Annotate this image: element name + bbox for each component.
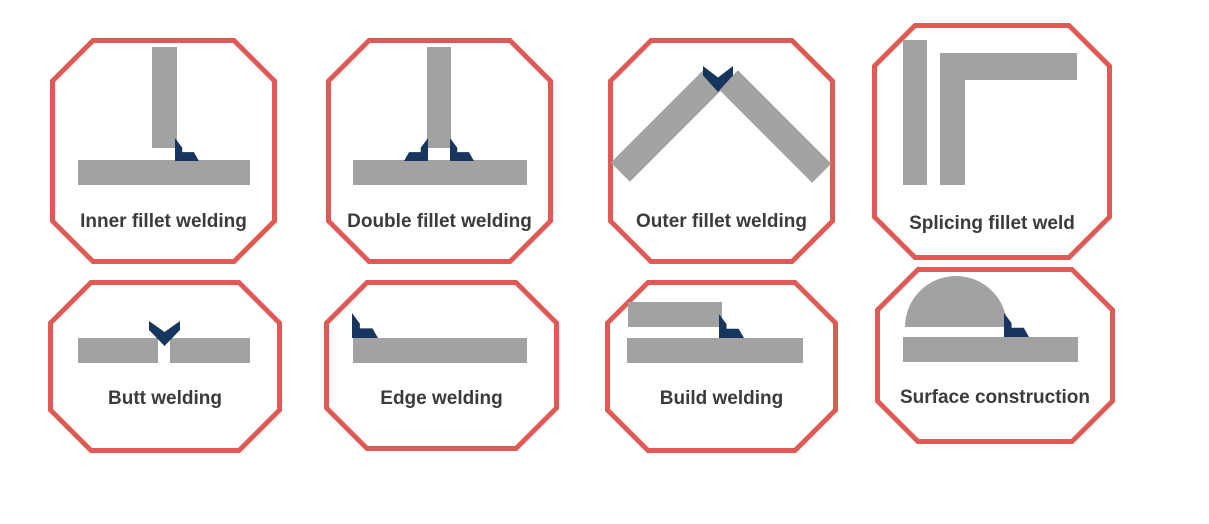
base-plate bbox=[903, 337, 1078, 362]
octagon-fill bbox=[329, 285, 554, 446]
tile-label: Inner fillet welding bbox=[80, 211, 247, 232]
tile-outer-fillet-welding: Outer fillet welding bbox=[608, 38, 835, 264]
fillet-weld-mark-left-icon bbox=[404, 138, 428, 161]
tile-inner-fillet-welding: Inner fillet welding bbox=[50, 38, 277, 264]
tile-label: Build welding bbox=[659, 388, 784, 409]
chevron-weld-mark-icon bbox=[703, 66, 733, 92]
fillet-weld-mark-icon bbox=[175, 138, 199, 161]
edge-weld-figure bbox=[324, 280, 559, 451]
tile-edge-welding: Edge welding bbox=[324, 280, 559, 451]
fillet-weld-mark-icon bbox=[719, 314, 744, 338]
top-plate bbox=[628, 302, 722, 327]
butt-weld-figure bbox=[48, 280, 282, 453]
chevron-weld-mark-icon bbox=[149, 321, 180, 346]
right-plate bbox=[170, 338, 250, 363]
weld-deposit-dome bbox=[905, 276, 1007, 327]
fillet-weld-mark-right-icon bbox=[450, 138, 474, 161]
tile-label: Edge welding bbox=[380, 388, 503, 409]
bottom-plate bbox=[627, 338, 803, 363]
tile-label: Butt welding bbox=[108, 388, 222, 409]
tile-splicing-fillet-weld: Splicing fillet weld bbox=[872, 23, 1112, 260]
fillet-weld-mark-icon bbox=[1004, 313, 1029, 337]
tile-label: Splicing fillet weld bbox=[909, 213, 1075, 234]
tile-label: Outer fillet welding bbox=[635, 211, 807, 232]
inner-fillet-figure bbox=[50, 38, 277, 264]
vertical-plate bbox=[427, 47, 451, 148]
base-plate bbox=[78, 160, 250, 185]
tile-label: Double fillet welding bbox=[347, 211, 532, 232]
fillet-weld-mark-icon bbox=[352, 313, 378, 338]
right-slanted-plate bbox=[718, 70, 832, 183]
tile-surface-construction: Surface construction bbox=[875, 267, 1115, 444]
tile-double-fillet-welding: Double fillet welding bbox=[326, 38, 553, 264]
tile-butt-welding: Butt welding bbox=[48, 280, 282, 453]
outer-fillet-figure bbox=[608, 38, 835, 264]
plate bbox=[353, 338, 527, 363]
tile-build-welding: Build welding bbox=[605, 280, 838, 453]
base-plate bbox=[353, 160, 527, 185]
left-plate bbox=[78, 338, 158, 363]
vertical-plate bbox=[152, 47, 177, 148]
splicing-fillet-figure bbox=[872, 23, 1112, 260]
octagon-fill bbox=[53, 285, 277, 448]
left-vertical-plate bbox=[903, 40, 927, 185]
tile-label: Surface construction bbox=[899, 387, 1091, 408]
corner-plate-horizontal bbox=[940, 53, 1077, 80]
surface-construction-figure bbox=[875, 267, 1115, 444]
build-weld-figure bbox=[605, 280, 838, 453]
double-fillet-figure bbox=[326, 38, 553, 264]
